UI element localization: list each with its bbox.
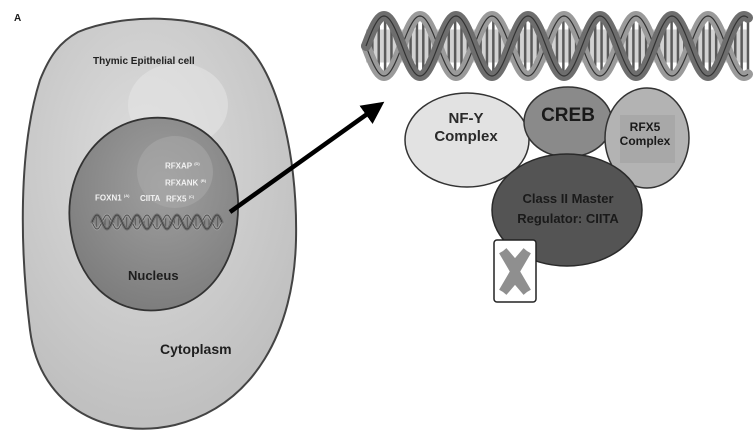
gene-mark: (A) <box>123 193 130 198</box>
dna-helix-icon <box>361 10 753 82</box>
gene-mark: (D) <box>194 161 200 166</box>
gene-name: FOXN1 <box>95 193 122 203</box>
helix-outline <box>91 214 223 230</box>
rfx5-complex-label: RFX5 Complex <box>614 120 676 149</box>
helix-outline <box>91 214 223 230</box>
gene-name: RFX5 <box>166 194 187 204</box>
gene-rfxank: RFXANK (B) <box>165 178 206 188</box>
gene-mark: (C) <box>188 194 195 199</box>
gene-rfxap: RFXAP (D) <box>165 161 200 171</box>
nucleus-label: Nucleus <box>128 268 179 283</box>
rfx5-line1: RFX5 <box>629 120 661 134</box>
helix-outline <box>365 15 749 77</box>
gene-name: CIITA <box>140 194 161 203</box>
helix-outline <box>365 15 749 77</box>
panel-label: A <box>14 13 22 24</box>
gene-name: RFXANK <box>165 178 199 188</box>
nucleus-dna-helix-icon <box>90 213 224 231</box>
gene-name: RFXAP <box>165 161 192 171</box>
gene-mark: (B) <box>200 178 207 183</box>
nucleus-highlight <box>137 136 213 208</box>
gene-rfx5: RFX5 (C) <box>166 194 194 204</box>
cell-title: Thymic Epithelial cell <box>93 56 195 67</box>
gene-foxn1: FOXN1 (A) <box>95 193 129 203</box>
creb-label: CREB <box>541 105 595 126</box>
ciita-line1: Class II Master <box>522 191 614 206</box>
cytoplasm-label: Cytoplasm <box>160 341 232 357</box>
nfy-line1: NF-Y <box>448 110 484 127</box>
nfy-line2: Complex <box>434 128 498 145</box>
ciita-regulator <box>491 153 643 267</box>
nfy-complex <box>404 92 530 188</box>
rfx5-box <box>620 115 675 163</box>
rfx5-line2: Complex <box>619 134 671 149</box>
zoom-arrow <box>228 101 385 214</box>
ciita-line2: Regulator: CIITA <box>517 210 619 226</box>
nfy-complex-label: NF-Y Complex <box>418 110 514 146</box>
blocked-x-icon <box>499 248 531 295</box>
ciita-label: Class II Master Regulator: CIITA <box>498 189 638 228</box>
gene-ciita: CIITA <box>140 194 160 203</box>
